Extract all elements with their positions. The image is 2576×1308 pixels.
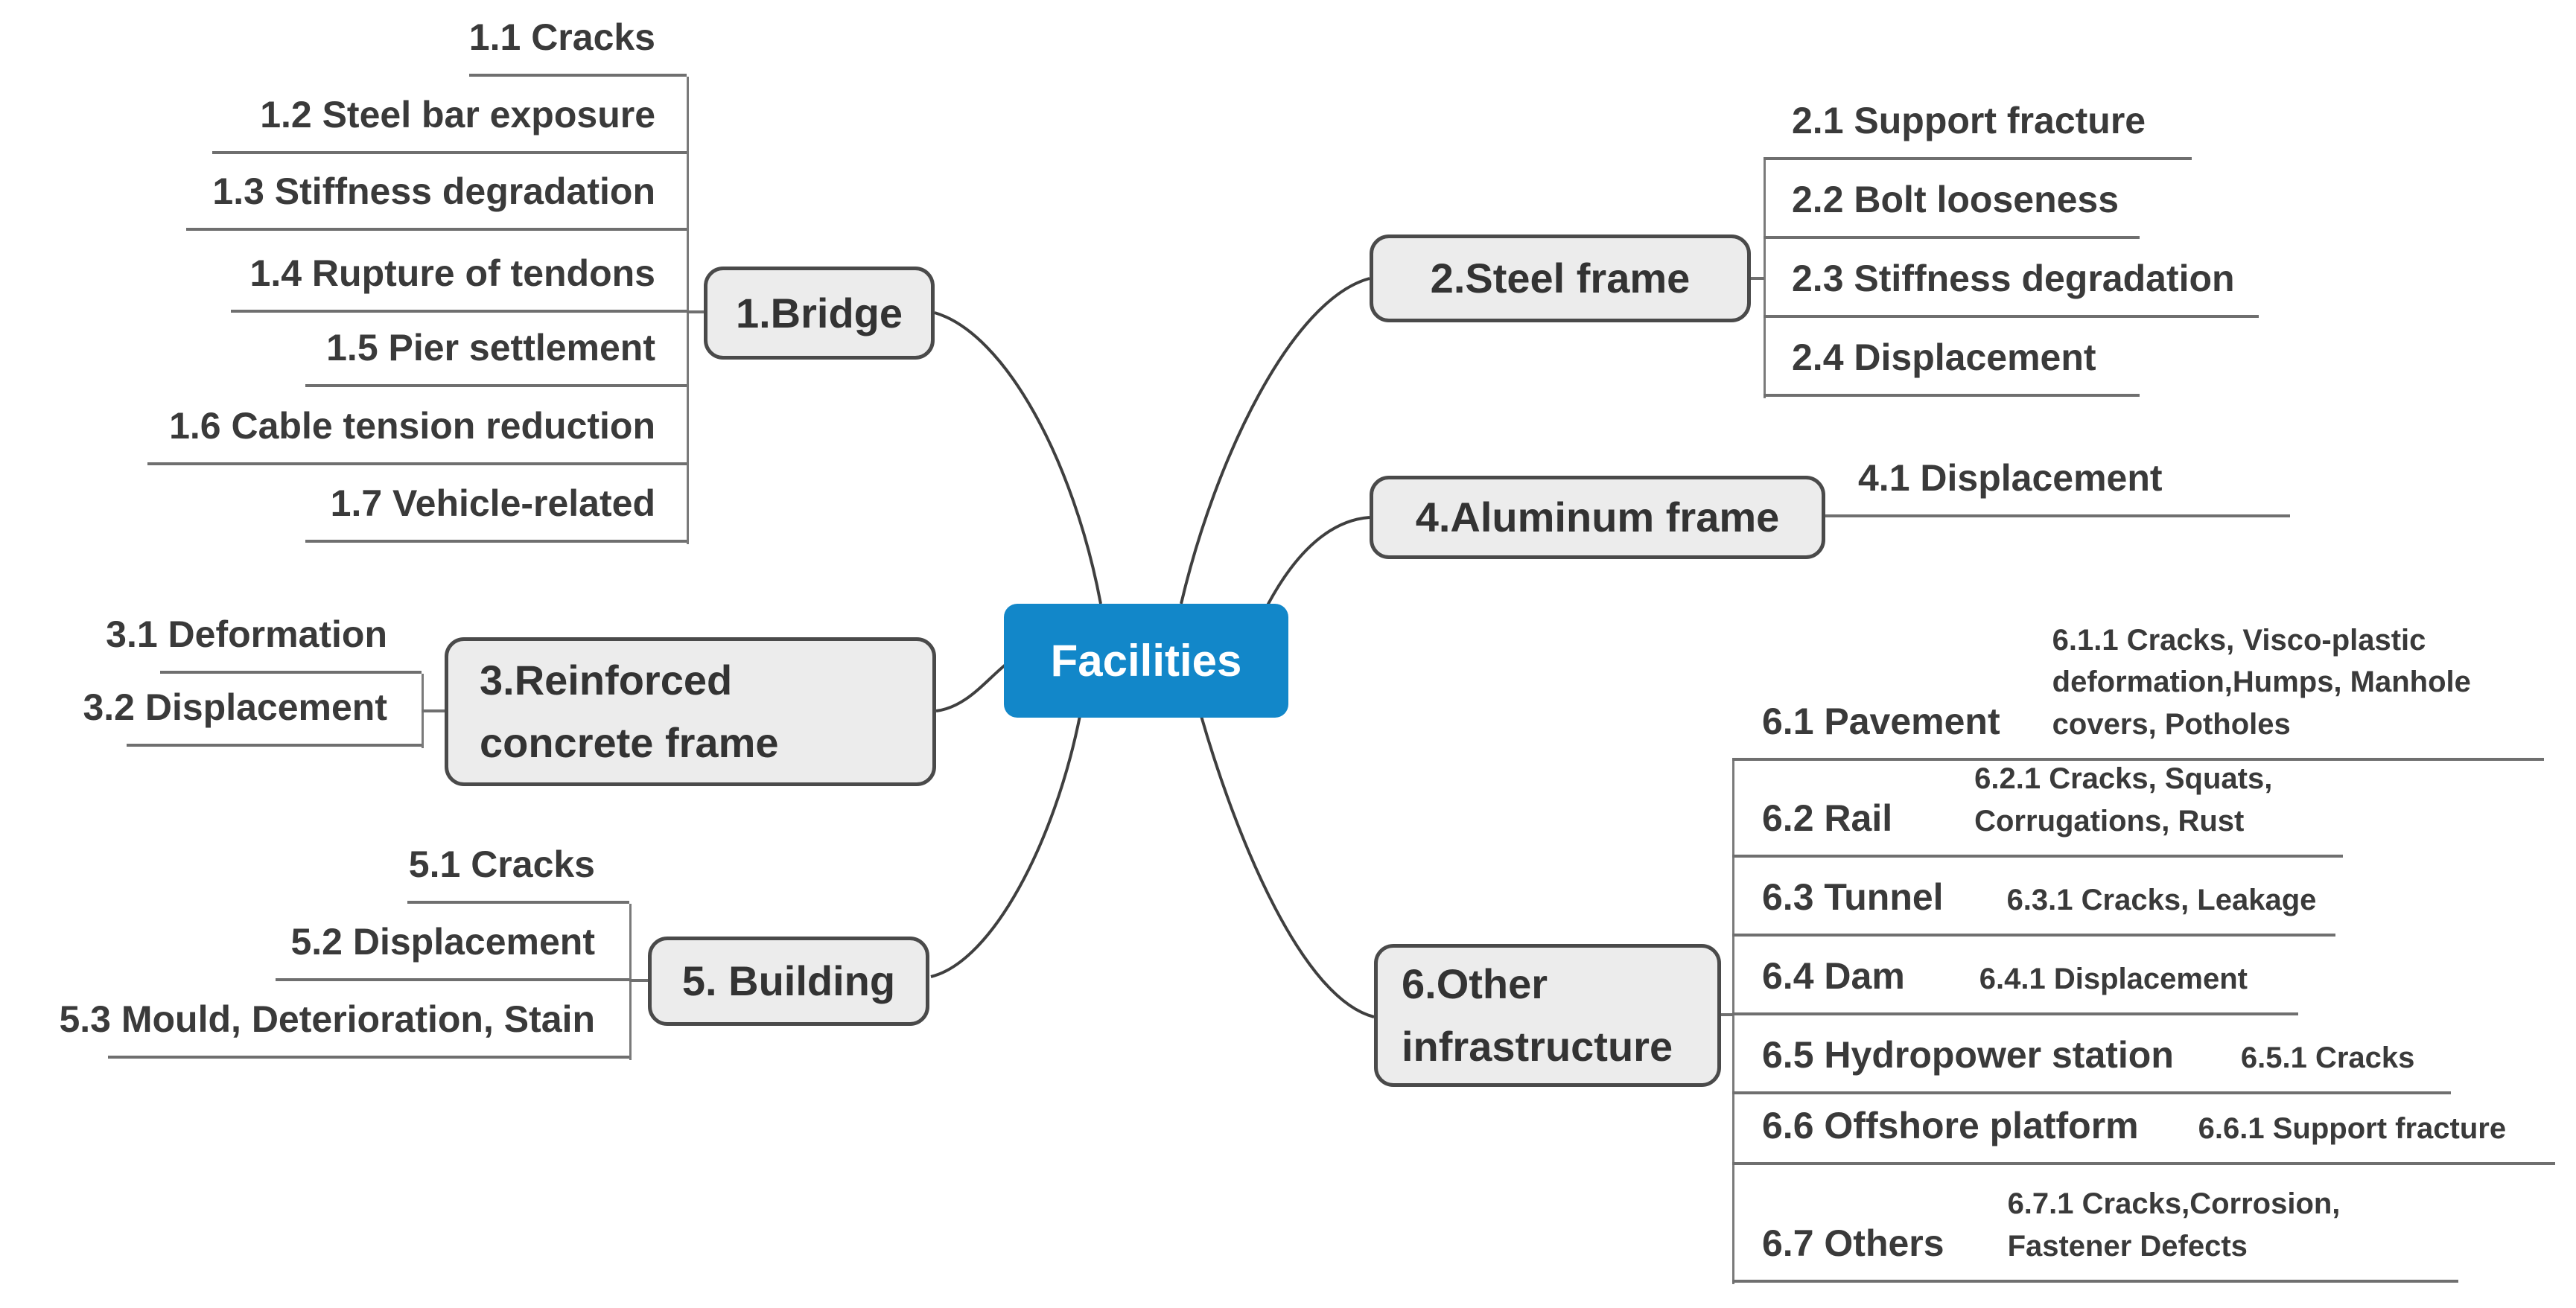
branch-node-concrete-frame[interactable]: 3.Reinforced concrete frame (445, 637, 936, 786)
leaf-infra-dam[interactable]: 6.4 Dam 6.4.1 Displacement (1732, 954, 2298, 1015)
leaf-bridge-vehicle-related[interactable]: 1.7 Vehicle-related (305, 482, 687, 543)
branch-node-bridge[interactable]: 1.Bridge (704, 267, 935, 360)
connector-steel-frame (1750, 277, 1764, 280)
curve-steel-frame (1180, 277, 1370, 604)
curve-other-infrastructure (1200, 715, 1375, 1018)
leaf-steel-stiffness-degradation[interactable]: 2.3 Stiffness degradation (1764, 257, 2259, 318)
leaf-bridge-cracks[interactable]: 1.1 Cracks (469, 16, 687, 77)
leaf-note: 6.1.1 Cracks, Visco-plastic deformation,… (2052, 623, 2471, 741)
leaf-aluminum-displacement[interactable]: 4.1 Displacement (1825, 456, 2290, 517)
connector-concrete-frame (422, 709, 445, 712)
leaf-note: 6.7.1 Cracks,Corrosion, Fastener Defects (2007, 1187, 2341, 1263)
leaf-infra-tunnel[interactable]: 6.3 Tunnel 6.3.1 Cracks, Leakage (1732, 875, 2335, 937)
branch-label: 4.Aluminum frame (1415, 494, 1780, 540)
leaf-building-displacement[interactable]: 5.2 Displacement (276, 920, 629, 981)
leaf-bridge-cable-tension-reduction[interactable]: 1.6 Cable tension reduction (147, 404, 687, 465)
connector-building (629, 979, 649, 982)
curve-bridge (934, 311, 1102, 604)
leaf-bridge-pier-settlement[interactable]: 1.5 Pier settlement (305, 326, 687, 387)
spine-building (629, 904, 632, 1060)
curve-aluminum-frame (1266, 516, 1370, 606)
branch-label: 2.Steel frame (1430, 255, 1691, 302)
connector-other-infrastructure (1721, 1013, 1733, 1016)
leaf-note: 6.3.1 Cracks, Leakage (2006, 884, 2317, 917)
leaf-infra-hydropower-station[interactable]: 6.5 Hydropower station 6.5.1 Cracks (1732, 1033, 2451, 1094)
leaf-bridge-steel-bar-exposure[interactable]: 1.2 Steel bar exposure (212, 93, 687, 154)
branch-node-other-infrastructure[interactable]: 6.Other infrastructure (1374, 944, 1721, 1087)
leaf-note: 6.5.1 Cracks (2240, 1041, 2415, 1075)
branch-node-aluminum-frame[interactable]: 4.Aluminum frame (1370, 476, 1825, 559)
curve-concrete-frame (935, 663, 1007, 712)
root-topic[interactable]: Facilities (1004, 604, 1288, 718)
leaf-infra-offshore-platform[interactable]: 6.6 Offshore platform 6.6.1 Support frac… (1732, 1104, 2555, 1165)
leaf-note: 6.2.1 Cracks, Squats, Corrugations, Rust (1974, 762, 2273, 838)
leaf-steel-support-fracture[interactable]: 2.1 Support fracture (1764, 99, 2192, 160)
leaf-infra-others[interactable]: 6.7 Others 6.7.1 Cracks,Corrosion, Faste… (1732, 1183, 2458, 1283)
spine-other-infrastructure (1732, 761, 1734, 1284)
root-topic-label: Facilities (1050, 636, 1242, 686)
branch-label: 6.Other infrastructure (1402, 960, 1673, 1070)
branch-node-building[interactable]: 5. Building (648, 937, 929, 1026)
leaf-building-mould-deterioration-stain[interactable]: 5.3 Mould, Deterioration, Stain (59, 998, 629, 1059)
leaf-note: 6.4.1 Displacement (1979, 963, 2248, 996)
branch-label: 5. Building (681, 957, 896, 1004)
spine-steel-frame (1764, 160, 1766, 398)
leaf-steel-displacement[interactable]: 2.4 Displacement (1764, 336, 2140, 397)
leaf-building-cracks[interactable]: 5.1 Cracks (407, 843, 629, 904)
branch-label: 3.Reinforced concrete frame (480, 657, 779, 766)
branch-node-steel-frame[interactable]: 2.Steel frame (1370, 235, 1751, 322)
leaf-infra-rail[interactable]: 6.2 Rail 6.2.1 Cracks, Squats, Corrugati… (1732, 758, 2343, 858)
leaf-concrete-displacement[interactable]: 3.2 Displacement (83, 686, 422, 747)
leaf-concrete-deformation[interactable]: 3.1 Deformation (106, 613, 422, 674)
leaf-steel-bolt-looseness[interactable]: 2.2 Bolt looseness (1764, 178, 2140, 239)
curve-building (930, 715, 1081, 978)
connector-bridge (687, 310, 705, 313)
leaf-bridge-stiffness-degradation[interactable]: 1.3 Stiffness degradation (186, 170, 687, 231)
leaf-bridge-rupture-of-tendons[interactable]: 1.4 Rupture of tendons (231, 252, 687, 313)
branch-label: 1.Bridge (735, 289, 903, 336)
leaf-infra-pavement[interactable]: 6.1 Pavement 6.1.1 Cracks, Visco-plastic… (1732, 619, 2544, 761)
leaf-note: 6.6.1 Support fracture (2198, 1112, 2507, 1146)
